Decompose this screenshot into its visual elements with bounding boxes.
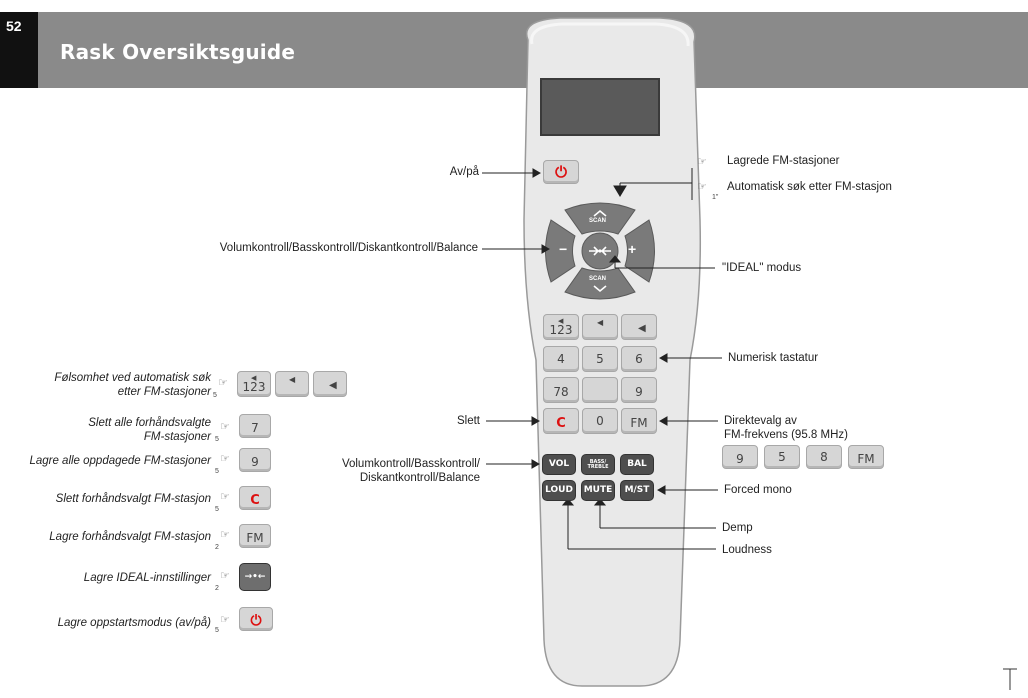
- hand-icon: ☞: [697, 156, 707, 168]
- hand-icon: ☞: [220, 491, 230, 503]
- label-forced-mono: Forced mono: [724, 484, 792, 496]
- hold-count: 2: [215, 585, 219, 592]
- left-key-9[interactable]: 9: [239, 448, 271, 472]
- label-store-startup: Lagre oppstartsmodus (av/på): [57, 617, 211, 629]
- scan-down-label: SCAN: [589, 276, 607, 282]
- hold-count: 5: [215, 436, 219, 443]
- label-store-ideal: Lagre IDEAL-innstillinger: [83, 572, 211, 584]
- hold-count: 1": [712, 194, 719, 201]
- hand-icon: ☞: [697, 181, 707, 193]
- label-vol2-2: Diskantkontroll/Balance: [359, 472, 480, 484]
- hand-icon: ☞: [220, 529, 230, 541]
- page-number-box: 52: [0, 12, 38, 88]
- key-4[interactable]: 4: [543, 346, 579, 372]
- header-bar: [0, 12, 1028, 88]
- label-direct-1: Direktevalg av: [724, 415, 797, 427]
- label-sensitivity-2: etter FM-stasjoner: [117, 386, 211, 398]
- label-mute: Demp: [722, 522, 753, 534]
- scan-up-button[interactable]: [575, 204, 625, 230]
- label-store-preset: Lagre forhåndsvalgt FM-stasjon: [49, 531, 211, 543]
- ideal-button[interactable]: [583, 234, 617, 268]
- speaker-icon: ◀: [251, 374, 257, 382]
- left-sensitivity-key-2[interactable]: ◀: [275, 371, 309, 397]
- scan-up-label: SCAN: [589, 218, 607, 224]
- speaker-icon: ◀: [638, 323, 646, 334]
- key-5[interactable]: 5: [582, 346, 618, 372]
- label-auto-search: Automatisk søk etter FM-stasjon: [727, 181, 892, 193]
- sensitivity-key-2[interactable]: ◀: [582, 314, 618, 340]
- label-power: Av/på: [449, 166, 479, 178]
- left-clear-key[interactable]: C: [239, 486, 271, 510]
- left-sensitivity-key-3[interactable]: ◀: [313, 371, 347, 397]
- power-icon: ⏻: [555, 163, 567, 181]
- sensitivity-key-3[interactable]: ◀: [621, 314, 657, 340]
- freq-key-9[interactable]: 9: [722, 445, 758, 469]
- label-delete-all-1: Slett alle forhåndsvalgte: [88, 417, 211, 429]
- hold-count: 5: [215, 468, 219, 475]
- dpad-plus-button[interactable]: +: [628, 241, 637, 257]
- speaker-icon: ◀: [289, 375, 296, 384]
- freq-key-5[interactable]: 5: [764, 445, 800, 469]
- hold-count: 5: [215, 627, 219, 634]
- ideal-icon: →•←: [244, 571, 266, 582]
- key-blank[interactable]: [582, 377, 618, 403]
- corner-mark: [1003, 668, 1017, 690]
- dpad-minus-button[interactable]: −: [559, 241, 568, 257]
- label-direct-2: FM-frekvens (95.8 MHz): [724, 429, 848, 441]
- speaker-icon: ◀: [597, 318, 604, 327]
- left-ideal-key[interactable]: →•←: [239, 563, 271, 591]
- freq-key-fm[interactable]: FM: [848, 445, 884, 469]
- key-9[interactable]: 9: [621, 377, 657, 403]
- label-delete-preset: Slett forhåndsvalgt FM-stasjon: [55, 493, 211, 505]
- speaker-icon: ◀: [329, 380, 337, 391]
- left-key-7[interactable]: 7: [239, 414, 271, 438]
- freq-key-8[interactable]: 8: [806, 445, 842, 469]
- hold-count: 5: [213, 392, 217, 399]
- mute-button[interactable]: MUTE: [581, 480, 615, 501]
- bass-treble-button[interactable]: BASS/TREBLE: [581, 454, 615, 475]
- key-6[interactable]: 6: [621, 346, 657, 372]
- hold-count: 5: [215, 506, 219, 513]
- left-fm-key[interactable]: FM: [239, 524, 271, 548]
- sensitivity-key-1[interactable]: 123 ◀: [543, 314, 579, 340]
- label-delete: Slett: [456, 415, 480, 427]
- remote-display: [540, 78, 660, 136]
- fm-key[interactable]: FM: [621, 408, 657, 434]
- label-vol-control: Volumkontroll/Basskontroll/Diskantkontro…: [219, 242, 478, 254]
- hold-count: 2: [215, 544, 219, 551]
- left-sensitivity-key-1[interactable]: 123◀: [237, 371, 271, 397]
- hand-icon: ☞: [220, 421, 230, 433]
- label-store-all: Lagre alle oppdagede FM-stasjoner: [29, 455, 211, 467]
- label-loudness: Loudness: [722, 544, 772, 556]
- mst-button[interactable]: M/ST: [620, 480, 654, 501]
- label-delete-all-2: FM-stasjoner: [143, 431, 211, 443]
- key-0[interactable]: 0: [582, 408, 618, 434]
- left-power-key[interactable]: ⏻: [239, 607, 273, 631]
- label-vol2-1: Volumkontroll/Basskontroll/: [341, 458, 480, 470]
- power-button[interactable]: ⏻: [543, 160, 579, 184]
- hand-icon: ☞: [220, 614, 230, 626]
- hand-icon: ☞: [220, 570, 230, 582]
- vol-button[interactable]: VOL: [542, 454, 576, 475]
- loud-button[interactable]: LOUD: [542, 480, 576, 501]
- label-sensitivity-1: Følsomhet ved automatisk søk: [54, 372, 211, 384]
- bal-button[interactable]: BAL: [620, 454, 654, 475]
- hand-icon: ☞: [218, 377, 228, 389]
- clear-key[interactable]: C: [543, 408, 579, 434]
- page-title: Rask Oversiktsguide: [60, 40, 296, 64]
- scan-down-button[interactable]: [575, 272, 625, 298]
- label-ideal-mode: "IDEAL" modus: [722, 262, 802, 274]
- hand-icon: ☞: [220, 453, 230, 465]
- speaker-icon: ◀: [558, 317, 564, 325]
- label-stored-fm: Lagrede FM-stasjoner: [727, 155, 840, 167]
- power-icon: ⏻: [250, 612, 262, 629]
- label-numeric: Numerisk tastatur: [728, 352, 819, 364]
- page-number: 52: [6, 18, 22, 34]
